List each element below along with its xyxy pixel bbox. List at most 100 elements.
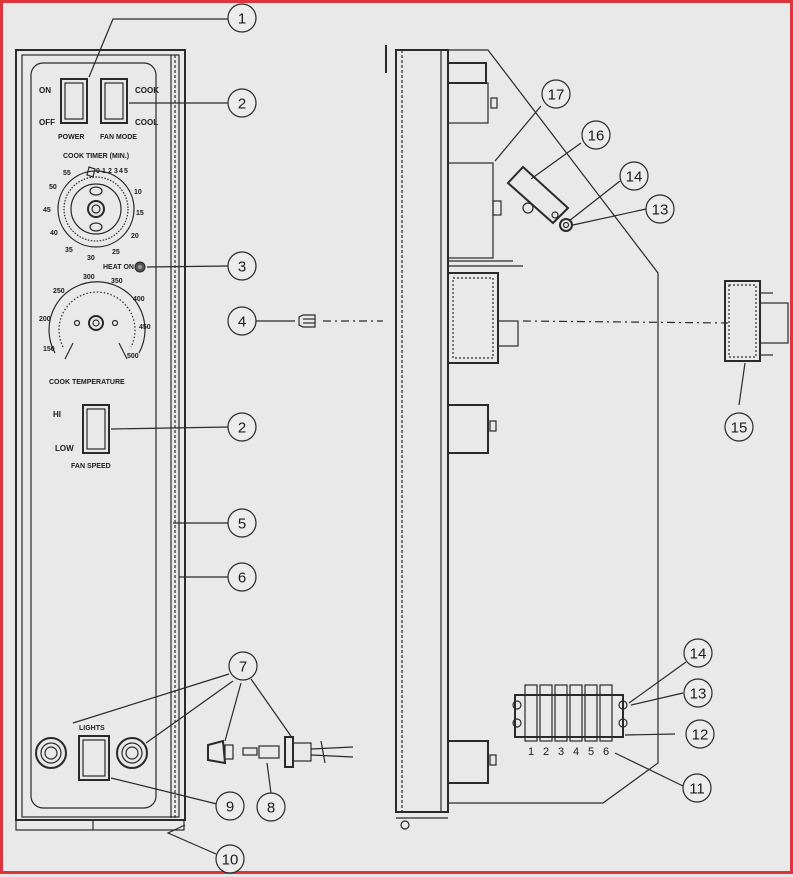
callout-2-bottom-number: 2 xyxy=(238,420,246,437)
callout-13-bottom-number: 13 xyxy=(690,686,707,703)
lights-switch xyxy=(78,735,110,781)
heat-on-indicator xyxy=(134,261,146,273)
terminal-number-4: 4 xyxy=(573,746,579,758)
callout-13-top: 13 xyxy=(645,194,675,224)
cook-label: COOK xyxy=(135,86,159,95)
callout-9-number: 9 xyxy=(226,799,234,816)
side-view-chassis xyxy=(385,45,659,830)
fan-mode-switch xyxy=(100,78,128,124)
side-components xyxy=(447,62,523,784)
callout-8: 8 xyxy=(256,792,286,822)
fan-mode-label: FAN MODE xyxy=(100,134,137,141)
temp-tick-150: 150 xyxy=(43,346,55,353)
timer-tick-1: 1 xyxy=(102,168,106,175)
light-lamp-right xyxy=(116,737,148,769)
callout-10: 10 xyxy=(215,844,245,874)
callout-17-number: 17 xyxy=(548,87,565,104)
terminal-number-1: 1 xyxy=(528,746,534,758)
callout-12-number: 12 xyxy=(692,727,709,744)
temp-tick-450: 450 xyxy=(139,324,151,331)
terminal-number-3: 3 xyxy=(558,746,564,758)
callout-14-top-number: 14 xyxy=(626,169,643,186)
callout-14-top: 14 xyxy=(619,161,649,191)
timer-tick-45: 45 xyxy=(43,207,51,214)
timer-tick-55: 55 xyxy=(63,170,71,177)
light-lamp-left xyxy=(35,737,67,769)
lights-label: LIGHTS xyxy=(79,725,105,732)
temp-tick-350: 350 xyxy=(111,278,123,285)
timer-tick-0: 0 xyxy=(96,168,100,175)
callout-17: 17 xyxy=(541,79,571,109)
temp-tick-250: 250 xyxy=(53,288,65,295)
cool-label: COOL xyxy=(135,118,158,127)
timer-tick-30: 30 xyxy=(87,255,95,262)
screw-4 xyxy=(298,314,316,328)
callout-14-bottom: 14 xyxy=(683,638,713,668)
callout-3-number: 3 xyxy=(238,259,246,276)
callout-14-bottom-number: 14 xyxy=(690,646,707,663)
callout-15-number: 15 xyxy=(731,420,748,437)
screw-13-top xyxy=(559,218,573,232)
timer-tick-5: 5 xyxy=(124,168,128,175)
callout-1-number: 1 xyxy=(238,11,246,28)
callout-13-top-number: 13 xyxy=(652,202,669,219)
temp-tick-300: 300 xyxy=(83,274,95,281)
leader-lines xyxy=(72,18,746,855)
callout-7: 7 xyxy=(228,651,258,681)
callout-13-bottom: 13 xyxy=(683,678,713,708)
temp-tick-200: 200 xyxy=(39,316,51,323)
timer-tick-25: 25 xyxy=(112,249,120,256)
power-on-label: ON xyxy=(39,86,51,95)
terminal-numbers: 1 2 3 4 5 6 xyxy=(528,746,609,758)
timer-tick-10: 10 xyxy=(134,189,142,196)
cook-timer-dial xyxy=(57,166,135,248)
callout-4: 4 xyxy=(227,306,257,336)
callout-11: 11 xyxy=(682,773,712,803)
callout-2-top-number: 2 xyxy=(238,96,246,113)
callout-3: 3 xyxy=(227,251,257,281)
timer-tick-15: 15 xyxy=(136,210,144,217)
callout-15: 15 xyxy=(724,412,754,442)
timer-tick-50: 50 xyxy=(49,184,57,191)
power-label: POWER xyxy=(58,134,84,141)
temp-ticks: 150 200 250 300 350 400 450 500 xyxy=(39,274,151,360)
callout-4-number: 4 xyxy=(238,314,246,331)
low-label: LOW xyxy=(55,444,74,453)
callout-2-top: 2 xyxy=(227,88,257,118)
heat-on-label: HEAT ON xyxy=(103,264,134,271)
wiring-diagram: ON OFF POWER COOK COOL FAN MODE COOK TIM… xyxy=(15,3,789,874)
terminal-block xyxy=(512,684,628,742)
hi-label: HI xyxy=(53,410,61,419)
callout-16: 16 xyxy=(581,120,611,150)
timer-tick-20: 20 xyxy=(131,233,139,240)
timer-tick-3: 3 xyxy=(114,168,118,175)
thermostat xyxy=(506,165,570,225)
callout-2-bottom: 2 xyxy=(227,412,257,442)
timer-tick-4: 4 xyxy=(119,168,123,175)
fan-speed-switch xyxy=(82,404,110,454)
lamp-assembly-parts xyxy=(207,736,354,768)
cook-temperature-dial xyxy=(48,281,146,360)
power-off-label: OFF xyxy=(39,118,55,127)
callout-12: 12 xyxy=(685,719,715,749)
callout-16-number: 16 xyxy=(588,128,605,145)
control-panel xyxy=(15,49,186,831)
callout-8-number: 8 xyxy=(267,800,275,817)
component-15 xyxy=(724,280,789,362)
callout-5-number: 5 xyxy=(238,516,246,533)
terminal-number-6: 6 xyxy=(603,746,609,758)
cook-temperature-label: COOK TEMPERATURE xyxy=(49,379,125,386)
callout-11-number: 11 xyxy=(689,781,705,798)
timer-ticks: 55 0 1 2 3 4 5 10 15 20 25 30 35 40 45 5… xyxy=(43,168,144,262)
callout-5: 5 xyxy=(227,508,257,538)
timer-tick-2: 2 xyxy=(108,168,112,175)
timer-tick-40: 40 xyxy=(50,230,58,237)
callout-10-number: 10 xyxy=(222,852,239,869)
terminal-number-2: 2 xyxy=(543,746,549,758)
callout-1: 1 xyxy=(227,3,257,33)
cook-timer-label: COOK TIMER (MIN.) xyxy=(63,153,129,160)
temp-tick-500: 500 xyxy=(127,353,139,360)
terminal-number-5: 5 xyxy=(588,746,594,758)
callout-9: 9 xyxy=(215,791,245,821)
